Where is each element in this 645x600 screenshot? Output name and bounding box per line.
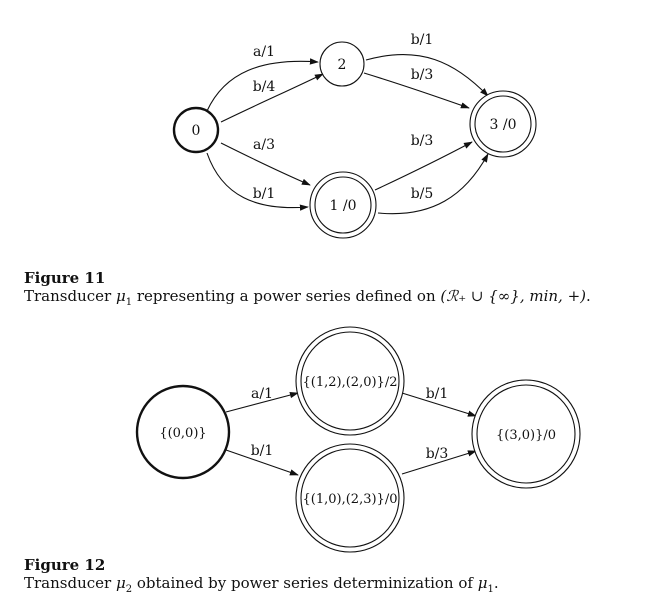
edge-0-to-2-b — [220, 73, 324, 123]
state-q3-label: {(3,0)}/0 — [496, 428, 556, 443]
edge-label-q0-q2: b/1 — [251, 443, 274, 459]
edge-label-2-3-top: b/1 — [411, 32, 434, 48]
caption-11-prefix: Transducer — [24, 287, 116, 305]
edge-0-to-2-a — [206, 58, 319, 112]
figure-11-title: Figure 11 — [24, 269, 106, 287]
state-2-label: 2 — [338, 57, 347, 73]
caption-12-symbol2-sub: 1 — [487, 584, 494, 595]
edge-1-to-3-bottom — [377, 153, 489, 215]
fig12-edge-labels: a/1 b/1 b/1 b/3 — [251, 386, 449, 462]
state-3-final: 3 /0 — [469, 90, 537, 158]
state-2: 2 — [319, 41, 365, 87]
edge-0-to-1-b — [206, 152, 309, 211]
edge-q2-to-q3 — [401, 450, 477, 475]
state-0-label: 0 — [192, 123, 201, 139]
caption-12-symbol2: μ — [477, 574, 488, 592]
edge-label-q1-q3: b/1 — [426, 386, 449, 402]
figure-11-caption: Figure 11 Transducer μ1 representing a p… — [24, 269, 624, 312]
edge-1-to-3-top — [374, 141, 473, 191]
fig12-edges — [225, 392, 477, 476]
edge-2-to-3-top — [365, 53, 489, 97]
state-q3-final: {(3,0)}/0 — [471, 379, 581, 489]
caption-11-symbol: μ — [115, 287, 126, 305]
figure-12-caption: Figure 12 Transducer μ2 obtained by powe… — [24, 556, 624, 599]
edge-q0-to-q2 — [225, 449, 299, 476]
caption-11-middle: representing a power series defined on — [132, 287, 441, 305]
figure-11-diagram: a/1 b/4 a/3 b/1 b/1 b/3 b/3 b/5 0 2 1 /0… — [172, 32, 537, 239]
edge-label-0-1-a: a/3 — [253, 137, 275, 153]
fig11-edge-labels: a/1 b/4 a/3 b/1 b/1 b/3 b/3 b/5 — [253, 32, 434, 202]
caption-11-math: (ℛ₊ ∪ {∞}, min, +) — [440, 287, 586, 305]
caption-11-end: . — [586, 287, 591, 305]
edge-0-to-1-a — [220, 142, 311, 186]
state-1-label: 1 /0 — [330, 198, 357, 214]
fig11-edges — [206, 53, 489, 215]
state-3-label: 3 /0 — [490, 117, 517, 133]
figure-12-title: Figure 12 — [24, 556, 106, 574]
edge-label-0-2-b: b/4 — [253, 79, 276, 95]
edge-label-0-2-a: a/1 — [253, 44, 275, 60]
caption-11-symbol-sub: 1 — [125, 297, 133, 308]
state-q1-label: {(1,2),(2,0)}/2 — [303, 375, 398, 390]
edge-label-2-3-bottom: b/3 — [411, 67, 434, 83]
edge-label-1-3-top: b/3 — [411, 133, 434, 149]
state-q1-final: {(1,2),(2,0)}/2 — [295, 326, 405, 436]
state-0: 0 — [172, 106, 220, 154]
edge-label-1-3-bottom: b/5 — [411, 186, 434, 202]
edge-label-0-1-b: b/1 — [253, 186, 276, 202]
figure-11-caption-text: Transducer μ1 representing a power serie… — [24, 287, 624, 312]
caption-12-symbol-sub: 2 — [125, 584, 133, 595]
state-q0-label: {(0,0)} — [159, 426, 206, 441]
state-q2-label: {(1,0),(2,3)}/0 — [303, 492, 398, 507]
edge-q1-to-q3 — [401, 392, 477, 417]
edge-label-q2-q3: b/3 — [426, 446, 449, 462]
edge-label-q0-q1: a/1 — [251, 386, 273, 402]
caption-12-end: . — [493, 574, 499, 592]
state-q2-final: {(1,0),(2,3)}/0 — [295, 443, 405, 553]
state-q0: {(0,0)} — [135, 384, 231, 480]
caption-12-middle: obtained by power series determinization… — [132, 574, 478, 592]
caption-12-symbol: μ — [115, 574, 126, 592]
edge-2-to-3-bottom — [363, 72, 470, 109]
caption-12-prefix: Transducer — [24, 574, 116, 592]
figure-12-caption-text: Transducer μ2 obtained by power series d… — [24, 574, 624, 599]
figure-12-diagram: a/1 b/1 b/1 b/3 {(0,0)} {(1,2),(2,0)}/2 … — [135, 326, 581, 553]
state-1-final: 1 /0 — [309, 171, 377, 239]
edge-q0-to-q1 — [225, 392, 299, 413]
